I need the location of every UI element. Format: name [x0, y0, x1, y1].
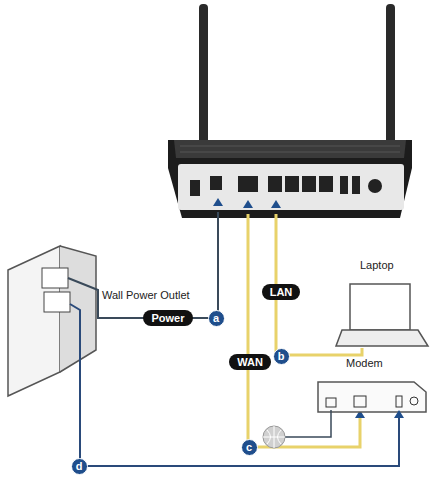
callout-letter: a	[208, 310, 225, 327]
label-text: Laptop	[360, 259, 394, 271]
callout-letter: d	[71, 458, 88, 475]
plug-arrow	[271, 200, 281, 208]
modem-phone-port	[326, 398, 336, 407]
antenna	[386, 4, 395, 154]
router-top-grille	[174, 140, 406, 158]
plug-arrow	[213, 198, 223, 206]
laptop-base	[336, 330, 428, 346]
reset-button	[368, 179, 382, 193]
power-jack	[210, 176, 222, 190]
node-text: Power	[151, 312, 184, 324]
wan-port	[238, 176, 258, 192]
grille-lines	[180, 146, 400, 152]
device-label: Wall Power Outlet	[102, 289, 190, 301]
node-text: WAN	[237, 356, 263, 368]
callout-letter: b	[273, 348, 290, 365]
connection-label: LAN	[262, 284, 301, 300]
lan-ports	[268, 176, 333, 192]
power-adapter	[42, 268, 68, 288]
connection-label: Power	[143, 310, 192, 326]
antenna	[199, 4, 208, 154]
label-text: Modem	[346, 357, 383, 369]
laptop-screen	[350, 284, 410, 330]
modem-body	[318, 382, 426, 412]
label-text: Wall Power Outlet	[102, 289, 190, 301]
modem-power-cable	[70, 304, 399, 466]
plug-arrow	[394, 410, 404, 418]
internet-globe	[263, 426, 285, 448]
globe-lines	[263, 426, 285, 448]
power-button	[190, 180, 200, 196]
device-label: Modem	[346, 357, 383, 369]
node-text: c	[246, 441, 252, 453]
modem-button	[410, 397, 418, 405]
power-cable	[68, 212, 218, 318]
usb-port	[340, 176, 348, 194]
router-back-panel	[178, 164, 404, 210]
connection-label: WAN	[229, 354, 271, 370]
callout-letter: c	[241, 439, 258, 456]
power-adapter	[44, 292, 70, 312]
plug-arrow	[243, 200, 253, 208]
node-text: LAN	[270, 286, 293, 298]
usb-port	[352, 176, 360, 194]
node-text: a	[213, 312, 219, 324]
internet-cable	[284, 410, 331, 437]
router-body	[168, 140, 412, 218]
modem-power-port	[396, 396, 402, 407]
node-text: b	[278, 350, 285, 362]
modem-ethernet-port	[354, 396, 366, 407]
device-label: Laptop	[360, 259, 394, 271]
node-text: d	[76, 460, 83, 472]
